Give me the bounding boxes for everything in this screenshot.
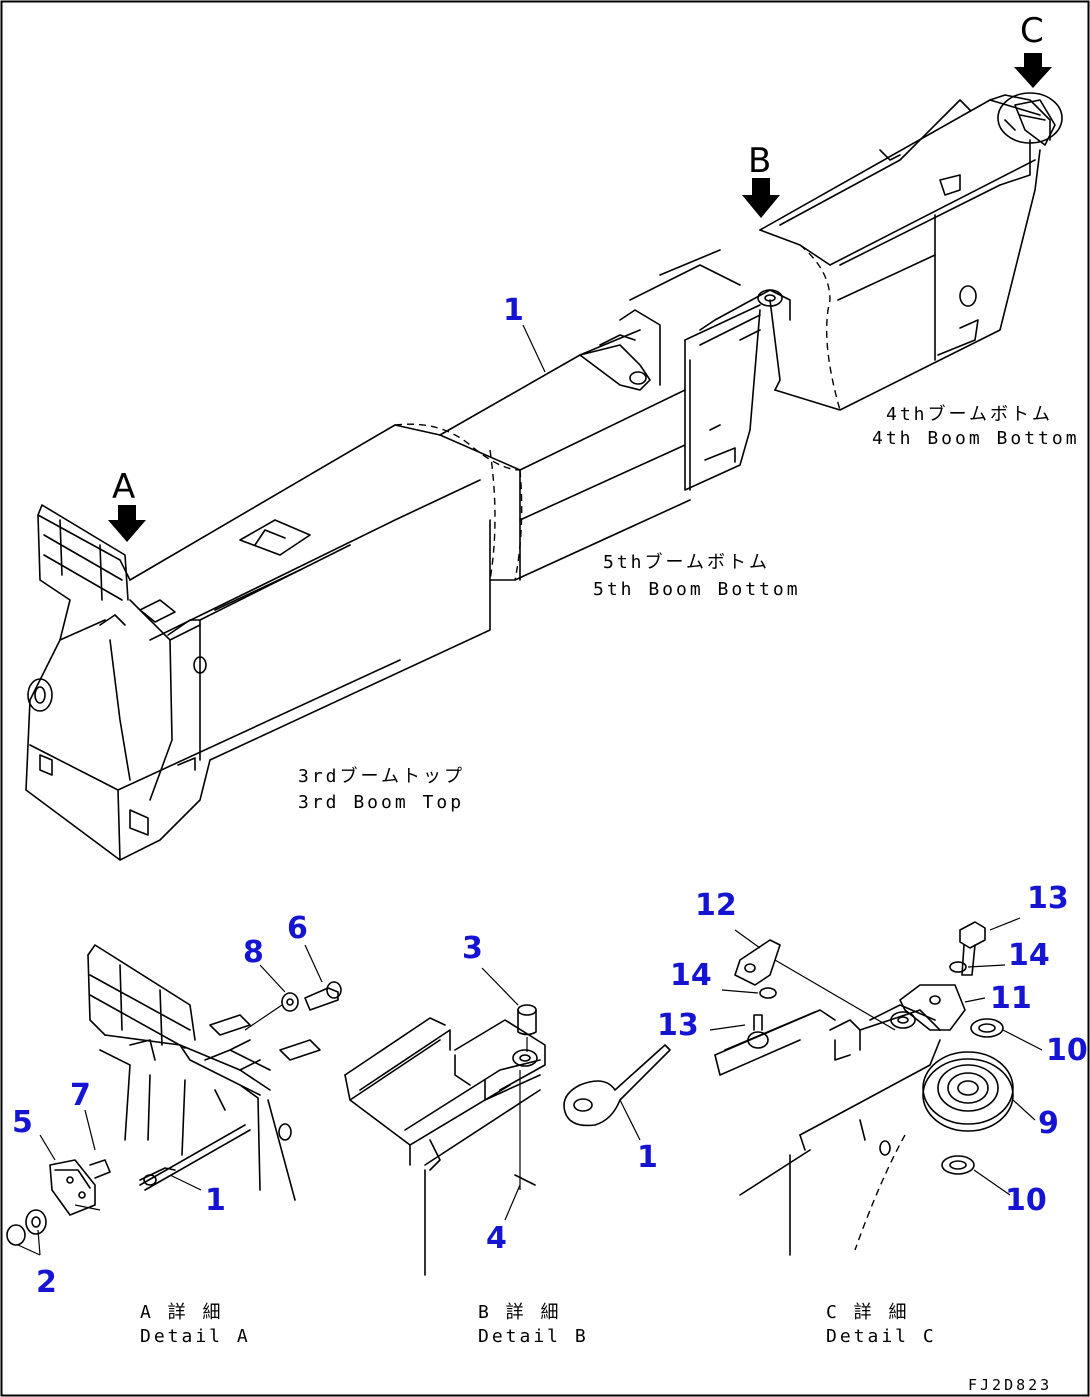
callout-a-5: 5 (12, 1105, 33, 1140)
view-arrow-a: A (108, 467, 146, 542)
callout-a-8: 8 (243, 935, 264, 970)
caption-detail-c-en: Detail C (826, 1326, 937, 1347)
callout-c-13-top: 13 (1027, 881, 1069, 916)
callout-main-1: 1 (503, 293, 524, 328)
caption-boom3-en: 3rd Boom Top (298, 792, 464, 813)
callout-c-12: 12 (695, 888, 737, 923)
callout-a-1: 1 (205, 1183, 226, 1218)
caption-boom4-en: 4th Boom Bottom (872, 428, 1080, 449)
boom-mid-connector (629, 249, 791, 491)
callout-a-6: 6 (287, 911, 308, 946)
view-arrow-b: B (742, 141, 780, 218)
callout-a-2: 2 (36, 1265, 57, 1300)
view-label-b: B (748, 141, 771, 181)
detail-c: 12 14 13 13 14 11 10 9 10 C 詳 細 Detail C (657, 881, 1088, 1347)
view-arrow-c: C (1014, 11, 1052, 88)
caption-boom4-jp: 4thブームボトム (886, 403, 1053, 425)
caption-detail-a-jp: A 詳 細 (140, 1302, 224, 1323)
callout-c-10-top: 10 (1046, 1033, 1088, 1068)
caption-detail-a-en: Detail A (140, 1326, 251, 1347)
view-label-a: A (112, 467, 135, 507)
callout-c-14-top: 14 (1008, 938, 1050, 973)
boom5-bottom-drawing (394, 309, 691, 581)
view-label-c: C (1020, 11, 1044, 51)
callout-c-11: 11 (990, 981, 1032, 1016)
callout-b-3: 3 (462, 931, 483, 966)
callout-c-10-bottom: 10 (1005, 1183, 1047, 1218)
caption-detail-b-jp: B 詳 細 (478, 1302, 562, 1323)
caption-boom5-en: 5th Boom Bottom (593, 579, 801, 600)
callout-c-13-left: 13 (657, 1008, 699, 1043)
callout-c-14-left: 14 (670, 958, 712, 993)
callout-b-4: 4 (486, 1221, 507, 1256)
callout-c-9: 9 (1038, 1106, 1059, 1141)
detail-b: 3 4 1 B 詳 細 Detail B (344, 931, 671, 1347)
callout-b-1: 1 (637, 1140, 658, 1175)
caption-detail-b-en: Detail B (478, 1326, 589, 1347)
boom-assembly: A B C 1 3rdブームトップ 3rd Boom Top 5thブームボトム… (25, 11, 1080, 861)
boom4-bottom-drawing (759, 92, 1063, 411)
detail-a: 1 2 5 6 7 8 A 詳 細 Detail A (6, 911, 342, 1347)
caption-boom5-jp: 5thブームボトム (603, 551, 770, 573)
leader-main-1 (522, 324, 546, 373)
caption-boom3-jp: 3rdブームトップ (298, 765, 465, 787)
drawing-code: FJ2D823 (968, 1376, 1052, 1394)
caption-detail-c-jp: C 詳 細 (826, 1302, 910, 1323)
callout-a-7: 7 (70, 1078, 91, 1113)
